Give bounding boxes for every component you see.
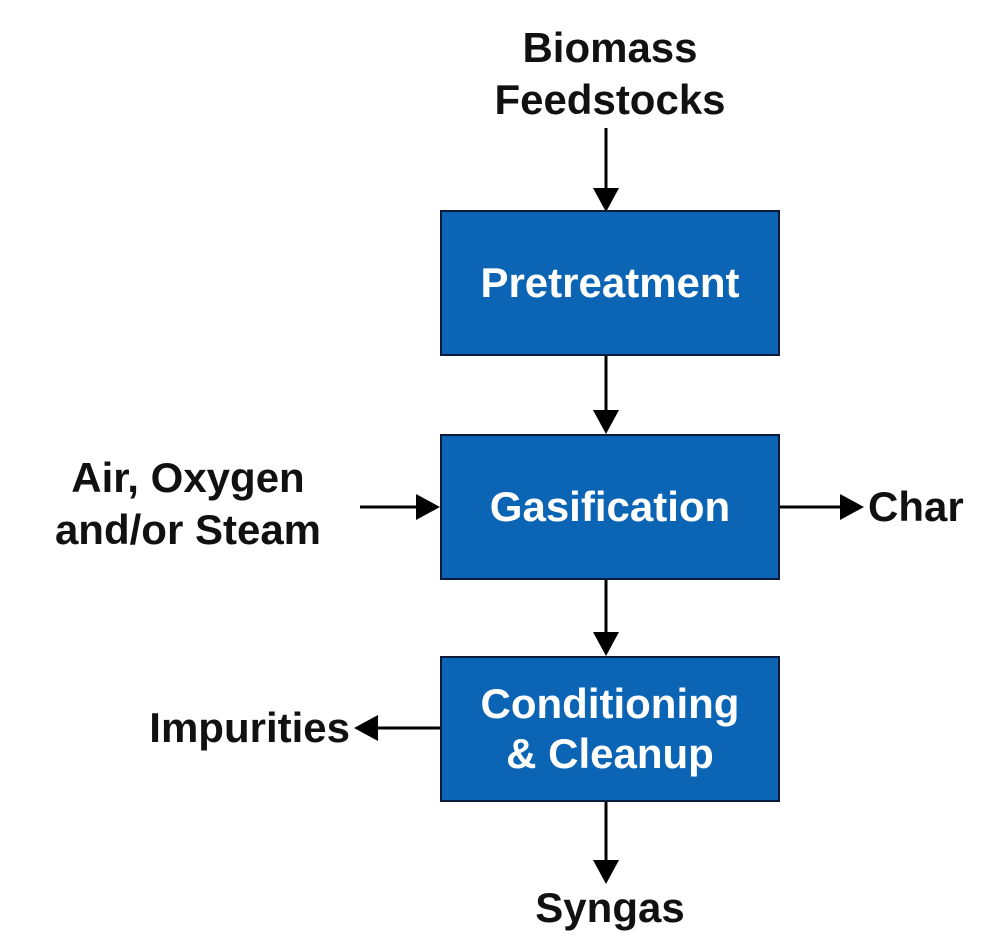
arrowhead-feedstock: [593, 188, 619, 212]
pretreatment-label: Pretreatment: [480, 259, 740, 306]
arrowhead-syngas: [593, 860, 619, 884]
conditioning-cleanup-box: Conditioning & Cleanup: [440, 656, 780, 802]
syngas-label: Syngas: [460, 882, 760, 934]
feedstock-label: Biomass Feedstocks: [460, 22, 760, 126]
arrowhead-char: [840, 494, 864, 520]
gasification-box: Gasification: [440, 434, 780, 580]
arrowhead-pretreatment: [593, 410, 619, 434]
conditioning-label-line2: & Cleanup: [506, 730, 714, 777]
char-text: Char: [868, 483, 964, 530]
oxidant-label: Air, Oxygen and/or Steam: [18, 452, 358, 556]
pretreatment-box: Pretreatment: [440, 210, 780, 356]
arrowhead-impurities: [354, 715, 378, 741]
impurities-label: Impurities: [96, 702, 350, 754]
arrowhead-oxidant: [416, 494, 440, 520]
gasification-label: Gasification: [489, 483, 731, 530]
syngas-text: Syngas: [535, 884, 685, 931]
conditioning-label-line1: Conditioning: [480, 680, 740, 727]
arrowhead-gasification: [593, 632, 619, 656]
feedstock-label-line2: Feedstocks: [494, 76, 726, 123]
feedstock-label-line1: Biomass: [522, 24, 698, 71]
impurities-text: Impurities: [149, 704, 350, 751]
char-label: Char: [868, 481, 988, 533]
oxidant-label-line1: Air, Oxygen: [71, 454, 305, 501]
oxidant-label-line2: and/or Steam: [54, 506, 322, 553]
